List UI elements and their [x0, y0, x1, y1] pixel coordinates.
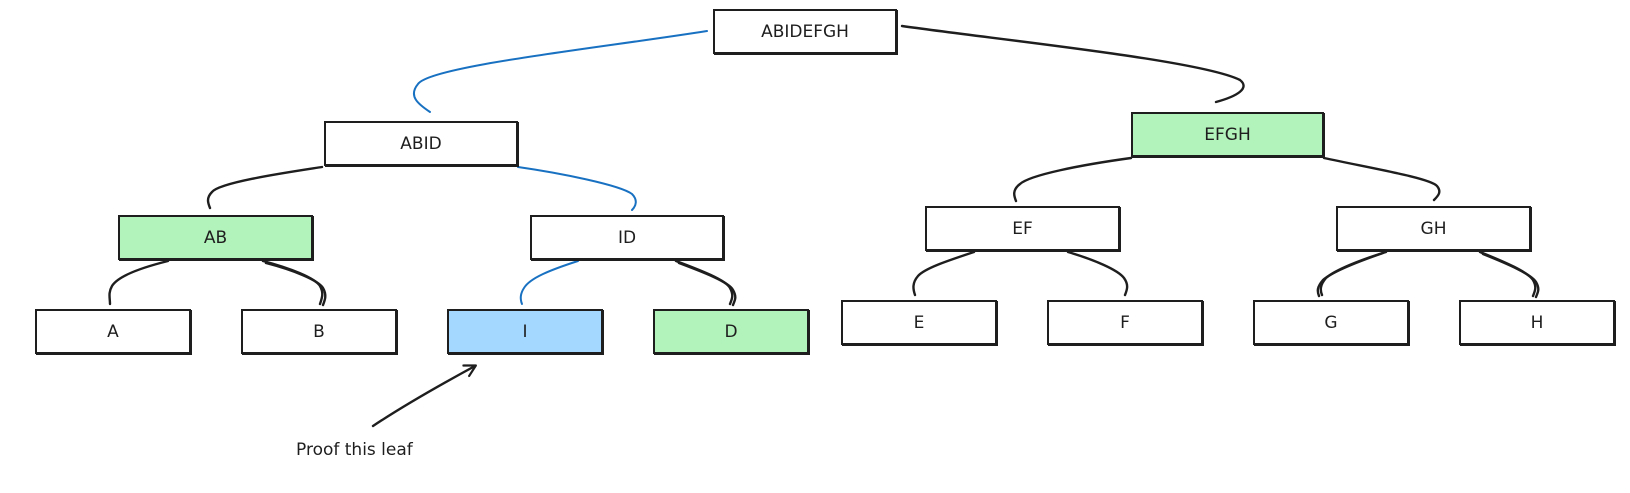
edge-ef-f — [1066, 250, 1129, 297]
leaf-h: H — [1459, 300, 1615, 345]
edge-abid-id — [517, 166, 637, 211]
node-efgh: EFGH — [1131, 112, 1324, 157]
node-gh: GH — [1336, 206, 1531, 251]
node-ef: EF — [925, 206, 1120, 251]
edge-id-d-2 — [677, 261, 737, 307]
leaf-b: B — [241, 309, 397, 354]
node-abid: ABID — [324, 121, 518, 166]
annotation-arrow — [371, 366, 475, 428]
leaf-a: A — [35, 309, 191, 354]
edge-root-efgh — [900, 24, 1245, 104]
edge-ab-b-2 — [264, 261, 327, 307]
edge-gh-g-2 — [1316, 251, 1385, 298]
edge-id-i — [519, 260, 579, 305]
edge-ab-a — [108, 259, 170, 306]
edge-abid-ab — [206, 165, 324, 210]
node-root: ABIDEFGH — [713, 9, 897, 54]
edge-efgh-gh — [1322, 156, 1441, 202]
node-ab: AB — [118, 215, 313, 260]
edge-efgh-ef — [1013, 156, 1133, 203]
leaf-g: G — [1253, 300, 1409, 345]
edge-gh-h-2 — [1481, 252, 1540, 299]
leaf-d: D — [653, 309, 809, 354]
edge-root-abid — [412, 30, 708, 113]
node-id: ID — [530, 215, 724, 260]
leaf-f: F — [1047, 300, 1203, 345]
edge-ef-e — [912, 250, 976, 297]
annotation-label: Proof this leaf — [296, 440, 413, 460]
leaf-e: E — [841, 300, 997, 345]
leaf-i: I — [447, 309, 603, 354]
edge-ab-b — [261, 259, 324, 306]
